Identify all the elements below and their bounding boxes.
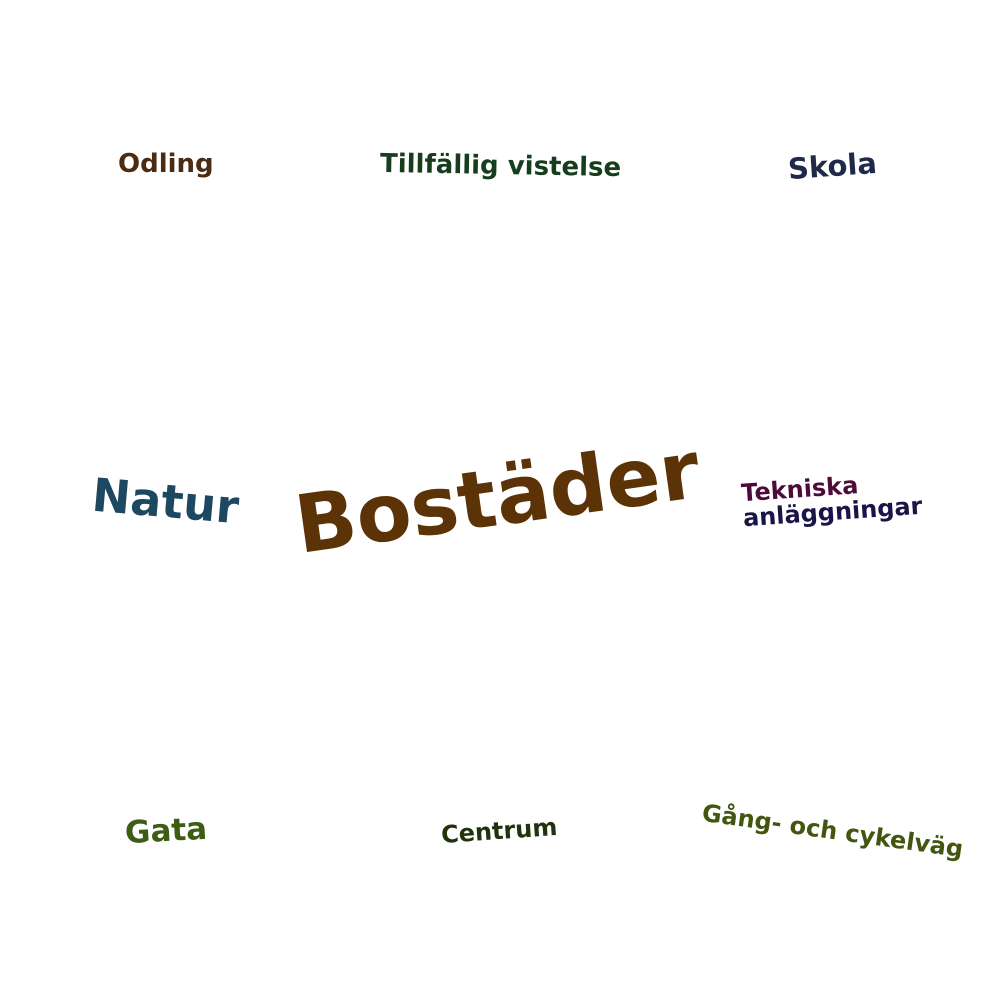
word-gang-och-cykelvag: Gång- och cykelväg (699, 798, 965, 864)
word-skola: Skola (786, 145, 878, 186)
word-natur: Natur (89, 467, 241, 535)
word-bostader: Bostäder (288, 423, 705, 572)
word-centrum: Centrum (440, 812, 559, 850)
word-tekniska-anlaggningar: Tekniska anläggningar (740, 469, 923, 532)
word-gata: Gata (124, 810, 208, 851)
word-tillfallig-vistelse: Tillfällig vistelse (379, 148, 621, 184)
word-odling: Odling (118, 149, 214, 179)
